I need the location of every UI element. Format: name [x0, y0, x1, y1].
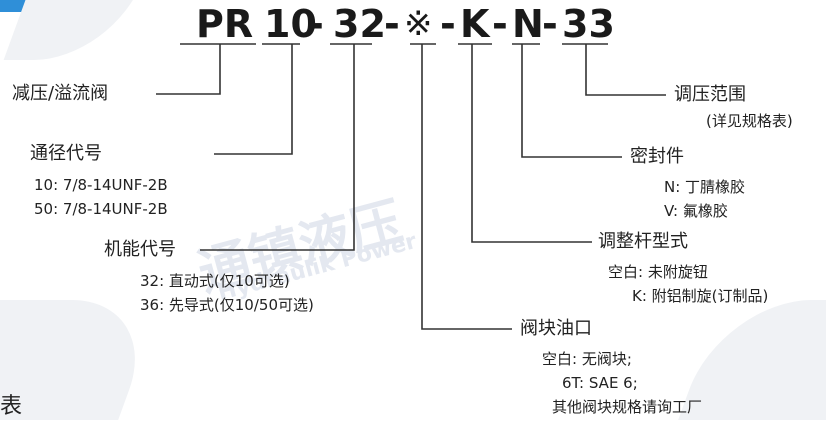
bore-option-50: 50: 7/8-14UNF-2B — [34, 200, 168, 218]
code-pressure: 33 — [562, 2, 615, 46]
code-series: PR — [196, 2, 254, 46]
adjuster-option-k: K: 附铝制旋(订制品) — [632, 287, 769, 305]
code-adjuster: K — [460, 2, 490, 46]
bottom-left-text: 表 — [0, 394, 23, 419]
seal-option-n: N: 丁腈橡胶 — [664, 178, 746, 196]
code-dash-3: - — [440, 2, 456, 46]
port-option-blank: 空白: 无阀块; — [542, 350, 632, 368]
code-bore: 10 — [264, 2, 317, 46]
code-seal: N — [512, 2, 544, 46]
function-title: 机能代号 — [104, 239, 176, 260]
function-option-32: 32: 直动式(仅10可选) — [140, 272, 290, 290]
bore-option-10: 10: 7/8-14UNF-2B — [34, 176, 168, 194]
bore-title: 通径代号 — [30, 143, 102, 164]
function-option-36: 36: 先导式(仅10/50可选) — [140, 296, 314, 314]
adjuster-option-blank: 空白: 未附旋钮 — [608, 263, 708, 281]
pressure-note: (详见规格表) — [706, 112, 793, 130]
seal-title: 密封件 — [630, 146, 684, 167]
code-dash-4: - — [492, 2, 508, 46]
code-port: ※ — [404, 4, 433, 44]
code-dash-2: - — [384, 2, 400, 46]
seal-option-v: V: 氟橡胶 — [664, 202, 728, 220]
port-option-other: 其他阀块规格请询工厂 — [552, 398, 703, 416]
code-dash-5: - — [542, 2, 558, 46]
code-dash-1: - — [308, 2, 324, 46]
adjuster-title: 调整杆型式 — [598, 231, 688, 252]
code-function: 32 — [333, 2, 386, 46]
type-label: 减压/溢流阀 — [12, 83, 109, 104]
pressure-title: 调压范围 — [674, 84, 746, 105]
port-title: 阀块油口 — [520, 318, 592, 339]
port-option-6t: 6T: SAE 6; — [562, 374, 638, 392]
